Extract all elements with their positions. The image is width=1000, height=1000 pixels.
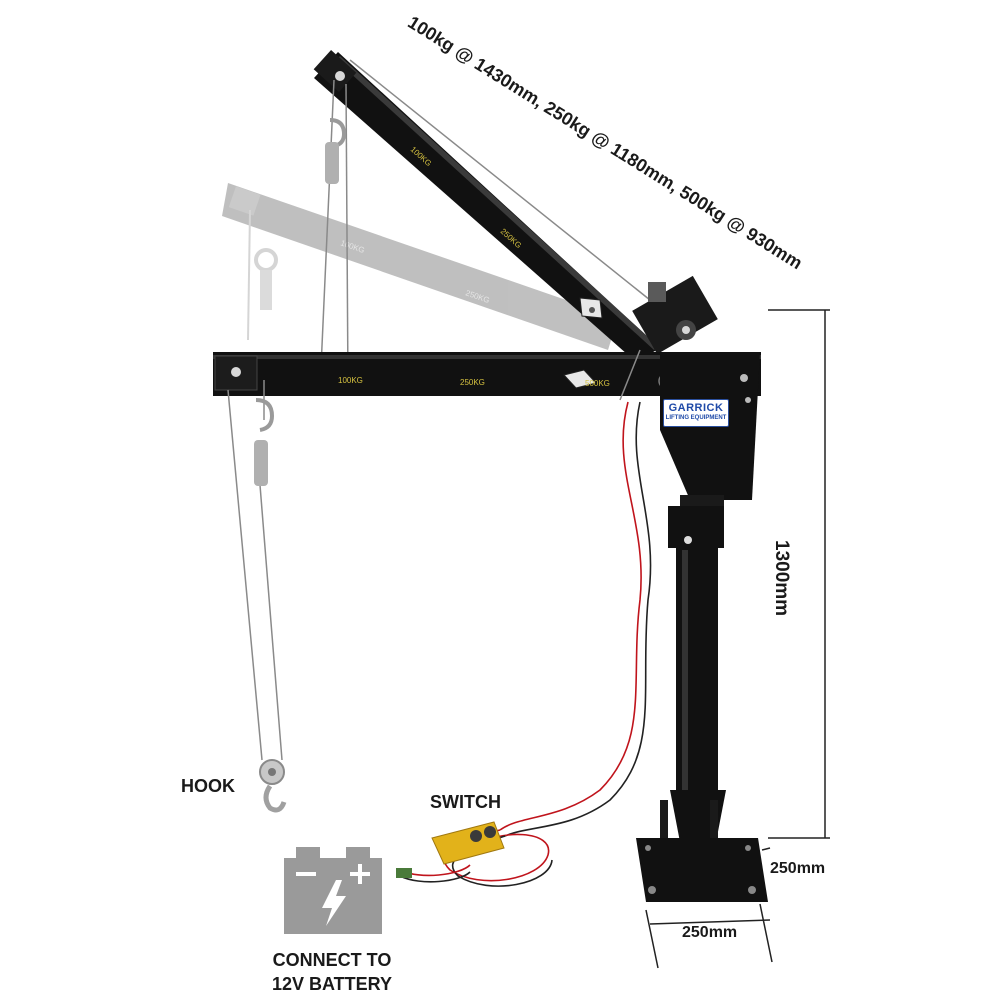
switch-pendant xyxy=(431,821,505,865)
boom-pin-plate xyxy=(563,369,597,389)
raised-hook xyxy=(325,118,347,184)
height-label: 1300mm xyxy=(771,540,792,617)
mast-head xyxy=(660,352,760,513)
mid-hook xyxy=(254,398,275,486)
height-dimension xyxy=(768,309,830,839)
boom-mark-100: 100KG xyxy=(338,376,363,385)
boom-mark-250: 250KG xyxy=(460,378,485,387)
brand-plate: GARRICK LIFTING EQUIPMENT xyxy=(663,399,729,427)
mast-column xyxy=(660,506,726,842)
battery-connector xyxy=(396,868,412,878)
base-dimension xyxy=(645,847,773,969)
boom-mark-500: 500KG xyxy=(585,379,610,388)
winch xyxy=(632,275,718,355)
hook-label: HOOK xyxy=(181,776,235,796)
battery-caption: CONNECT TO 12V BATTERY xyxy=(262,948,402,996)
brand-tagline: LIFTING EQUIPMENT xyxy=(665,415,727,421)
base-width-label: 250mm xyxy=(682,924,738,941)
hoist-cables xyxy=(227,349,641,761)
switch-label: SWITCH xyxy=(430,792,501,812)
raised-boom-cables xyxy=(319,59,651,391)
control-wires xyxy=(399,401,652,887)
hook-icon xyxy=(259,759,287,813)
battery-caption-line1: CONNECT TO xyxy=(272,950,392,970)
raised-boom: 100KG 250KG xyxy=(313,49,660,362)
base-depth-label: 250mm xyxy=(770,860,826,877)
base-plate xyxy=(636,838,768,902)
brand-name: GARRICK xyxy=(668,402,724,414)
battery-caption-line2: 12V BATTERY xyxy=(271,974,393,994)
battery-icon xyxy=(284,847,382,934)
